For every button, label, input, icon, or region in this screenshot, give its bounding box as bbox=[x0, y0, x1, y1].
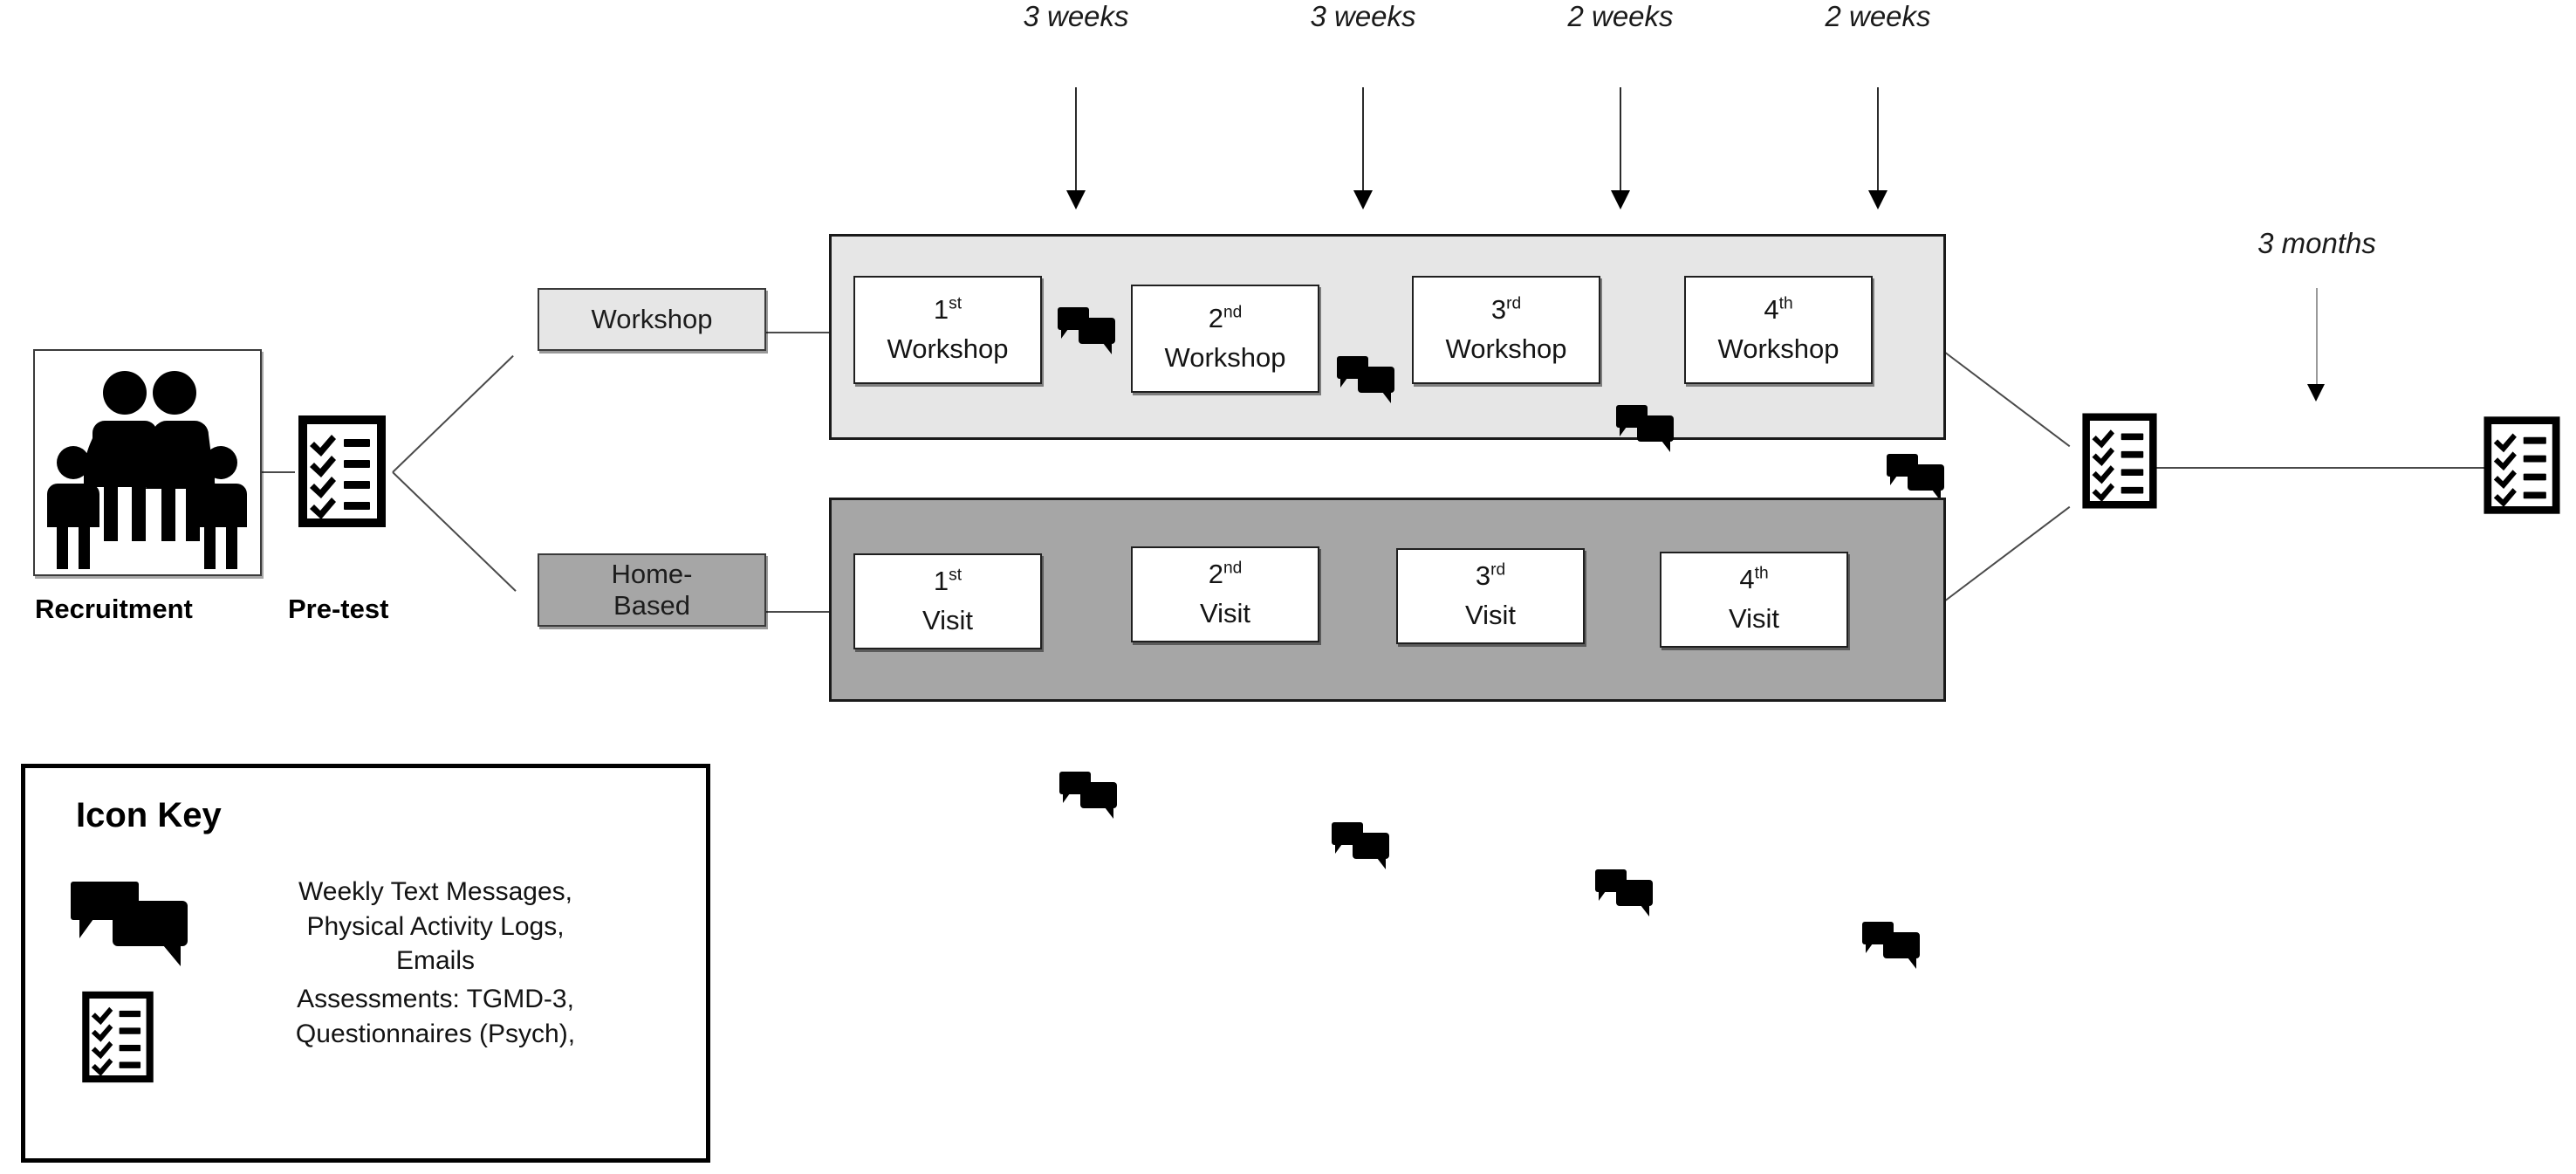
chat-bubbles-icon-workshop-3 bbox=[1616, 405, 1684, 454]
home-session-box-3[interactable]: 3rd Visit bbox=[1396, 548, 1585, 644]
recruitment-label: Recruitment bbox=[35, 594, 193, 624]
connector-pretest-home bbox=[392, 471, 517, 592]
workshop-session-ordinal-2: 2nd bbox=[1208, 303, 1243, 334]
chat-bubbles-icon-home-2 bbox=[1332, 822, 1400, 871]
icon-key-entry-2-text: Assessments: TGMD-3, Questionnaires (Psy… bbox=[295, 985, 576, 1048]
workshop-session-box-3[interactable]: 3rd Workshop bbox=[1412, 276, 1600, 384]
connector-workshop-posttest bbox=[1943, 351, 2071, 448]
family-icon bbox=[47, 371, 247, 569]
home-session-ordinal-2: 2nd bbox=[1208, 559, 1243, 590]
pretest-checklist-icon bbox=[295, 412, 389, 531]
chat-bubbles-icon-key bbox=[71, 882, 210, 966]
connector-home-band bbox=[766, 611, 832, 613]
workshop-session-box-1[interactable]: 1st Workshop bbox=[853, 276, 1042, 384]
arm-label-home-based-text: Home- Based bbox=[611, 559, 693, 621]
workshop-session-name-1: Workshop bbox=[887, 333, 1009, 364]
chat-bubbles-icon-workshop-4 bbox=[1887, 454, 1955, 503]
home-session-ordinal-4: 4th bbox=[1739, 564, 1769, 595]
icon-key-entry-1-text: Weekly Text Messages, Physical Activity … bbox=[298, 877, 573, 976]
workshop-session-name-4: Workshop bbox=[1717, 333, 1840, 364]
timing-label-2: 3 weeks bbox=[1310, 0, 1416, 32]
timing-label-3: 2 weeks bbox=[1567, 0, 1674, 32]
home-session-name-1: Visit bbox=[921, 605, 973, 635]
arm-label-workshop[interactable]: Workshop bbox=[538, 288, 766, 351]
connector-posttest-followup bbox=[2154, 467, 2487, 469]
icon-key-panel: Icon Key Weekly Text Messages, Physical … bbox=[21, 764, 710, 1163]
chat-bubbles-icon-home-3 bbox=[1595, 869, 1663, 918]
workshop-session-name-3: Workshop bbox=[1445, 333, 1567, 364]
home-session-name-3: Visit bbox=[1464, 600, 1516, 630]
pretest-label: Pre-test bbox=[288, 594, 389, 624]
chat-bubbles-icon-workshop-1 bbox=[1058, 307, 1126, 356]
timing-arrow-1 bbox=[1066, 87, 1086, 209]
timing-arrow-2 bbox=[1353, 87, 1373, 209]
connector-recruitment-pretest bbox=[260, 471, 295, 473]
chat-bubbles-icon-home-4 bbox=[1862, 922, 1930, 971]
home-session-ordinal-1: 1st bbox=[933, 566, 963, 597]
workshop-session-ordinal-4: 4th bbox=[1764, 294, 1793, 326]
arm-label-workshop-text: Workshop bbox=[591, 304, 713, 335]
followup-timing-label: 3 months bbox=[2257, 227, 2376, 259]
workshop-session-box-4[interactable]: 4th Workshop bbox=[1684, 276, 1873, 384]
posttest-checklist-icon bbox=[2079, 403, 2160, 518]
home-session-name-4: Visit bbox=[1728, 603, 1779, 634]
home-session-ordinal-3: 3rd bbox=[1475, 560, 1506, 592]
home-session-name-2: Visit bbox=[1199, 598, 1250, 628]
connector-pretest-workshop bbox=[392, 354, 514, 473]
chat-bubbles-icon-workshop-2 bbox=[1337, 356, 1405, 405]
workshop-session-name-2: Workshop bbox=[1164, 342, 1286, 373]
arm-label-home-based[interactable]: Home- Based bbox=[538, 553, 766, 627]
timing-arrow-4 bbox=[1868, 87, 1887, 209]
home-session-box-4[interactable]: 4th Visit bbox=[1660, 552, 1848, 648]
followup-arrow bbox=[2307, 288, 2325, 402]
checklist-clipboard-icon-key bbox=[79, 983, 156, 1091]
timing-label-1: 3 weeks bbox=[1023, 0, 1129, 32]
home-session-box-2[interactable]: 2nd Visit bbox=[1131, 546, 1319, 642]
connector-home-posttest bbox=[1943, 505, 2071, 602]
timing-arrow-3 bbox=[1611, 87, 1630, 209]
home-session-box-1[interactable]: 1st Visit bbox=[853, 553, 1042, 649]
recruitment-photo-box bbox=[33, 349, 262, 576]
connector-workshop-band bbox=[766, 332, 832, 333]
timing-label-4: 2 weeks bbox=[1825, 0, 1931, 32]
icon-key-title: Icon Key bbox=[76, 796, 222, 834]
chat-bubbles-icon-home-1 bbox=[1059, 772, 1127, 820]
followup-checklist-icon bbox=[2481, 407, 2563, 524]
workshop-session-ordinal-1: 1st bbox=[933, 294, 963, 326]
workshop-session-ordinal-3: 3rd bbox=[1490, 294, 1522, 326]
workshop-session-box-2[interactable]: 2nd Workshop bbox=[1131, 285, 1319, 393]
